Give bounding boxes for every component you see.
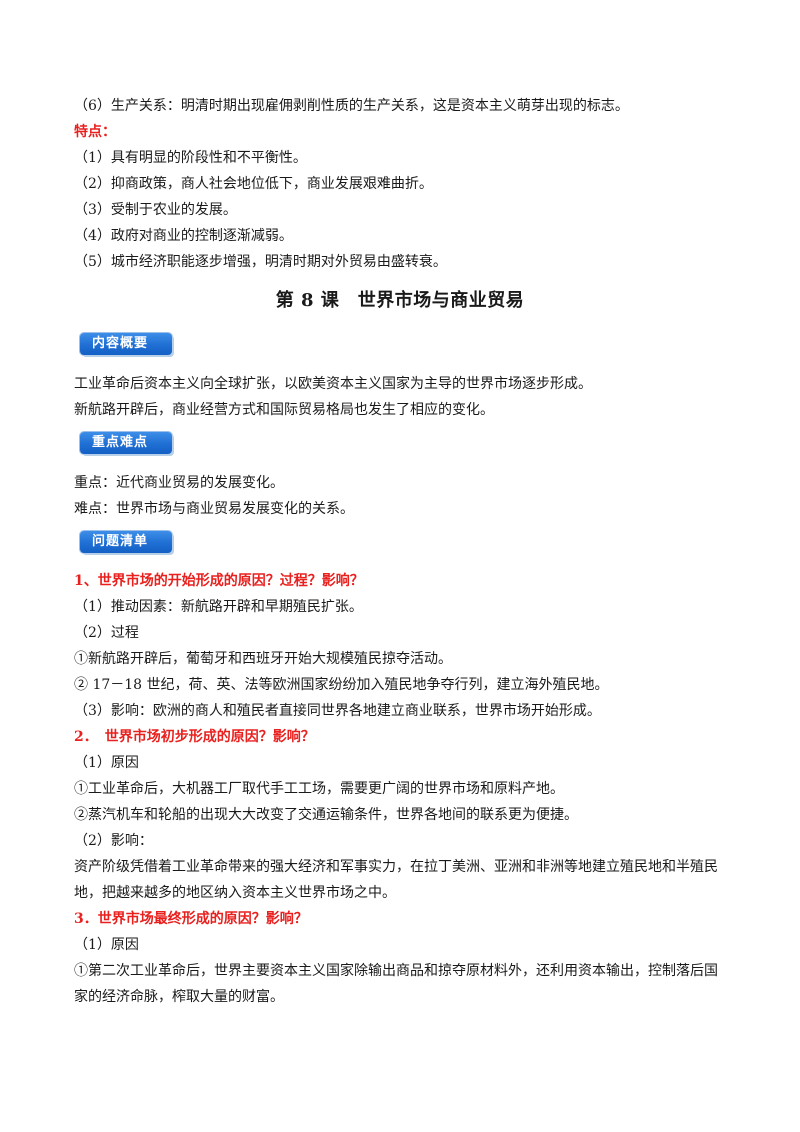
question-2-line: 资产阶级凭借着工业革命带来的强大经济和军事实力，在拉丁美洲、亚洲和非洲等地建立殖… [74,859,718,875]
question-3-line: ①第二次工业革命后，世界主要资本主义国家除输出商品和掠夺原材料外，还利用资本输出… [74,963,718,979]
questions-tag: 问题清单 [80,531,172,553]
question-3-line: （1）原因 [74,937,139,953]
question-2-line: ①工业革命后，大机器工厂取代手工工场，需要更广阔的世界市场和原料产地。 [74,781,564,797]
feature-item: （2）抑商政策，商人社会地位低下，商业发展艰难曲折。 [74,176,433,192]
question-1-line: （1）推动因素：新航路开辟和早期殖民扩张。 [74,599,363,615]
question-1-line: （3）影响：欧洲的商人和殖民者直接同世界各地建立商业联系，世界市场开始形成。 [74,703,601,719]
overview-tag: 内容概要 [80,333,172,355]
question-2-line: （2）影响： [74,833,153,849]
question-1-line: （2）过程 [74,625,139,641]
feature-item: （1）具有明显的阶段性和不平衡性。 [74,150,307,166]
question-2-line: 地，把越来越多的地区纳入资本主义世界市场之中。 [74,885,396,901]
question-3-line: 家的经济命脉，榨取大量的财富。 [74,989,284,1005]
feature-item: （3）受制于农业的发展。 [74,202,237,218]
features-heading: 特点： [74,124,116,140]
question-1-line: ①新航路开辟后，葡萄牙和西班牙开始大规模殖民掠夺活动。 [74,651,452,667]
feature-item: （4）政府对商业的控制逐渐减弱。 [74,228,293,244]
intro-line: （6）生产关系：明清时期出现雇佣剥削性质的生产关系，这是资本主义萌芽出现的标志。 [74,98,629,114]
lesson-title: 第 8 课 世界市场与商业贸易 [275,290,525,311]
question-1-line: ② 17－18 世纪，荷、英、法等欧洲国家纷纷加入殖民地争夺行列，建立海外殖民地… [74,677,609,693]
key-point-line: 难点：世界市场与商业贸易发展变化的关系。 [74,501,354,517]
key-points-tag: 重点难点 [80,432,172,454]
overview-line: 新航路开辟后，商业经营方式和国际贸易格局也发生了相应的变化。 [74,402,494,418]
feature-item: （5）城市经济职能逐步增强，明清时期对外贸易由盛转衰。 [74,254,447,270]
question-2-line: （1）原因 [74,755,139,771]
question-2-heading: 2． 世界市场初步形成的原因？影响？ [74,729,315,745]
question-3-heading: 3．世界市场最终形成的原因？影响？ [74,911,308,927]
key-point-line: 重点：近代商业贸易的发展变化。 [74,475,284,491]
overview-line: 工业革命后资本主义向全球扩张，以欧美资本主义国家为主导的世界市场逐步形成。 [74,376,592,392]
question-2-line: ②蒸汽机车和轮船的出现大大改变了交通运输条件，世界各地间的联系更为便捷。 [74,807,578,823]
question-1-heading: 1、世界市场的开始形成的原因？过程？影响？ [74,573,364,589]
